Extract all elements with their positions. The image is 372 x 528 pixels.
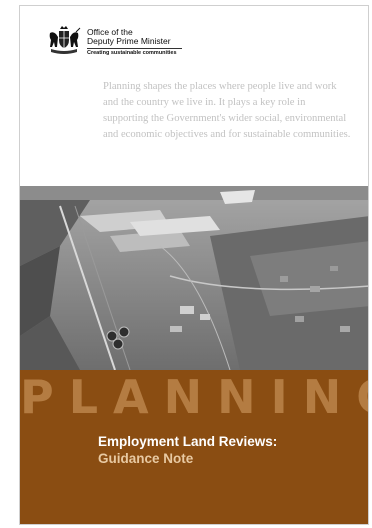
department-name: Office of the Deputy Prime Minister Crea… [87,28,182,56]
document-subtitle: Guidance Note [98,451,194,466]
document-title: Employment Land Reviews: [98,434,278,449]
document-cover: Office of the Deputy Prime Minister Crea… [19,5,369,525]
intro-paragraph: Planning shapes the places where people … [103,81,351,140]
planning-wordmark: PLANNING [20,371,368,423]
department-header: Office of the Deputy Prime Minister Crea… [47,25,227,61]
aerial-photo-graphic [20,186,368,370]
title-banner: PLANNING Employment Land Reviews: Guidan… [20,370,368,524]
royal-coat-of-arms-icon [49,26,81,54]
department-tagline: Creating sustainable communities [87,50,177,56]
header-rule [87,48,182,49]
org-line-1: Office of the [87,27,133,37]
org-line-2: Deputy Prime Minister [87,36,171,46]
aerial-photo [20,186,368,370]
